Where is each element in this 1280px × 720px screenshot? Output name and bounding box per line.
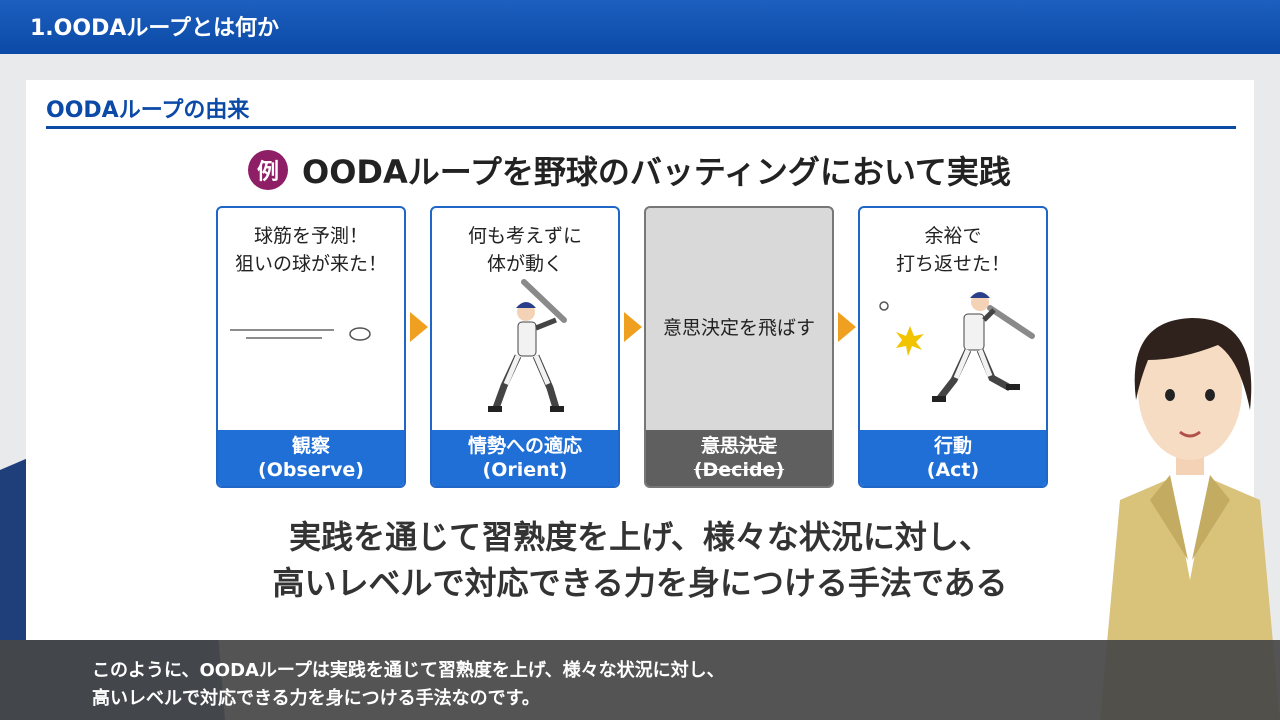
step-card-text: 意思決定を飛ばす — [662, 317, 815, 339]
step-card-observe: 球筋を予測！ 狙いの球が来た！ 観察 (Observe) — [216, 206, 406, 488]
example-heading: 例 OODAループを野球のバッティングにおいて実践 — [248, 148, 1011, 192]
step-label-observe: 観察 (Observe) — [218, 430, 404, 486]
batter-hitting-icon — [879, 292, 1035, 402]
flow-arrow-icon — [624, 312, 642, 342]
step-label-decide: 意思決定 (Decide) — [646, 430, 832, 486]
incoming-ball-icon — [230, 327, 371, 341]
batter-ready-icon — [488, 279, 567, 412]
subtitle-line-2: 高いレベルで対応できる力を身につける手法なのです。 — [92, 688, 540, 709]
slide-title: 1.OODAループとは何か — [30, 16, 280, 41]
subtitle-bar: このように、OODAループは実践を通じて習熟度を上げ、様々な状況に対し、 高いレ… — [0, 640, 1280, 720]
flow-arrow-icon — [838, 312, 856, 342]
step-card-decide: 意思決定を飛ばす 意思決定 (Decide) — [644, 206, 834, 488]
slide-header: 1.OODAループとは何か — [0, 0, 1280, 54]
step-card-orient: 何も考えずに 体が動く 情勢への適応 (Orient) — [430, 206, 620, 488]
step-card-text: 何も考えずに 体が動く — [467, 225, 582, 275]
step-label-orient: 情勢への適応 (Orient) — [432, 430, 618, 486]
example-headline: OODAループを野球のバッティングにおいて実践 — [302, 153, 1011, 191]
female-presenter-illustration — [1100, 318, 1280, 720]
example-badge: 例 — [248, 150, 288, 190]
step-card-text: 余裕で 打ち返せた！ — [895, 225, 1010, 275]
section-divider — [46, 126, 1236, 129]
section-title: OODAループの由来 — [46, 98, 250, 123]
step-card-text: 球筋を予測！ 狙いの球が来た！ — [234, 225, 387, 275]
subtitle-line-1: このように、OODAループは実践を通じて習熟度を上げ、様々な状況に対し、 — [92, 660, 725, 681]
flow-arrow-icon — [410, 312, 428, 342]
content-panel: OODAループの由来 例 OODAループを野球のバッティングにおいて実践 球筋を… — [26, 80, 1254, 640]
step-label-act: 行動 (Act) — [860, 430, 1046, 486]
step-card-act: 余裕で 打ち返せた！ 行動 (Act) — [858, 206, 1048, 488]
key-message: 実践を通じて習熟度を上げ、様々な状況に対し、 高いレベルで対応できる力を身につけ… — [272, 518, 1008, 602]
